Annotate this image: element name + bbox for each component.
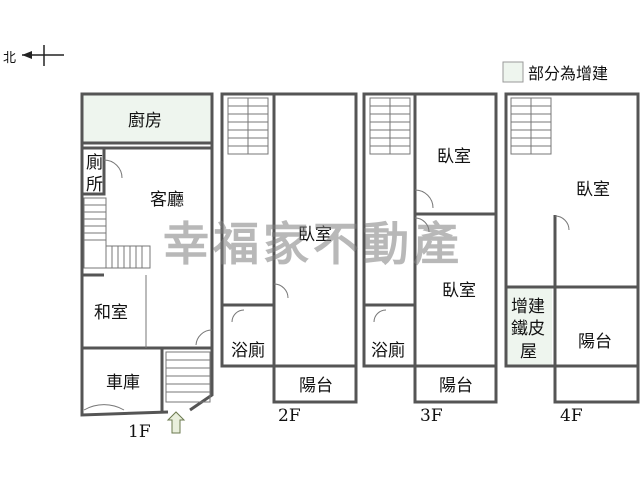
room-3f-balcony: 陽台	[439, 376, 473, 396]
room-2f-bedroom: 臥室	[298, 225, 332, 245]
3f-door-swing-1	[414, 189, 434, 209]
watermark: 幸福家不動產	[163, 217, 463, 271]
north-label: 北	[3, 51, 16, 66]
3f-outline	[362, 92, 498, 368]
room-kitchen: 廚房	[128, 110, 162, 131]
2f-stairs	[227, 97, 269, 155]
floor-1f: 廚房 廁 所 客廳 和室 車庫 1F	[80, 92, 214, 442]
kitchen-wall	[80, 92, 214, 145]
legend-label: 部分為增建	[528, 64, 608, 83]
floor-3f: 臥室 臥室 浴廁 陽台 3F	[362, 92, 498, 426]
compass: 北	[3, 45, 64, 66]
kitchen-addition-area	[82, 94, 212, 143]
entry-arrow-icon	[166, 411, 186, 434]
room-3f-bedroom-2: 臥室	[442, 281, 476, 301]
room-tatami: 和室	[94, 303, 128, 323]
room-4f-bedroom: 臥室	[576, 180, 610, 200]
compass-arrow-head-icon	[22, 51, 32, 59]
2f-outline	[220, 92, 358, 368]
room-living: 客廳	[150, 190, 184, 210]
1f-left-wall	[80, 143, 169, 417]
room-4f-shed-3: 屋	[520, 342, 537, 362]
room-4f-balcony: 陽台	[578, 332, 612, 352]
toilet-door-swing	[103, 159, 123, 179]
4f-door-swing	[554, 215, 570, 231]
4f-balcony-wall	[553, 366, 640, 404]
floor-label-4f: 4F	[560, 406, 583, 426]
legend-swatch	[502, 61, 524, 83]
3f-door-swing-2	[414, 217, 430, 233]
1f-right-wall	[189, 143, 214, 412]
garage-door-swing	[83, 404, 125, 411]
floor-4f: 臥室 增建 鐵皮 屋 陽台 4F	[504, 92, 640, 426]
4f-stairs	[510, 97, 552, 155]
room-2f-bath: 浴廁	[231, 340, 265, 361]
room-2f-balcony: 陽台	[299, 376, 333, 396]
room-toilet-1: 廁	[86, 152, 103, 173]
3f-stairs	[369, 97, 411, 155]
4f-outline	[504, 92, 640, 368]
2f-bath-door-swing	[231, 309, 245, 323]
room-4f-shed-1: 增建	[511, 297, 545, 317]
1f-side-door-swing	[195, 329, 213, 346]
toilet-wall	[82, 148, 106, 196]
3f-balcony-wall	[413, 366, 498, 404]
floor-label-2f: 2F	[278, 406, 301, 426]
shed-addition-area	[506, 287, 552, 365]
room-4f-shed-2: 鐵皮	[511, 319, 545, 339]
floor-label-1f: 1F	[128, 422, 151, 442]
1f-stairs	[83, 197, 211, 403]
room-toilet-2: 所	[86, 175, 103, 195]
room-3f-bedroom-1: 臥室	[437, 147, 471, 167]
2f-door-swing	[273, 283, 289, 299]
room-3f-bath: 浴廁	[371, 340, 405, 361]
floor-label-3f: 3F	[420, 406, 443, 426]
3f-bath-door-swing	[373, 309, 387, 323]
2f-balcony-wall	[272, 366, 358, 404]
floor-2f: 臥室 浴廁 陽台 2F	[220, 92, 358, 426]
room-garage: 車庫	[106, 373, 140, 393]
legend: 部分為增建	[502, 61, 608, 83]
